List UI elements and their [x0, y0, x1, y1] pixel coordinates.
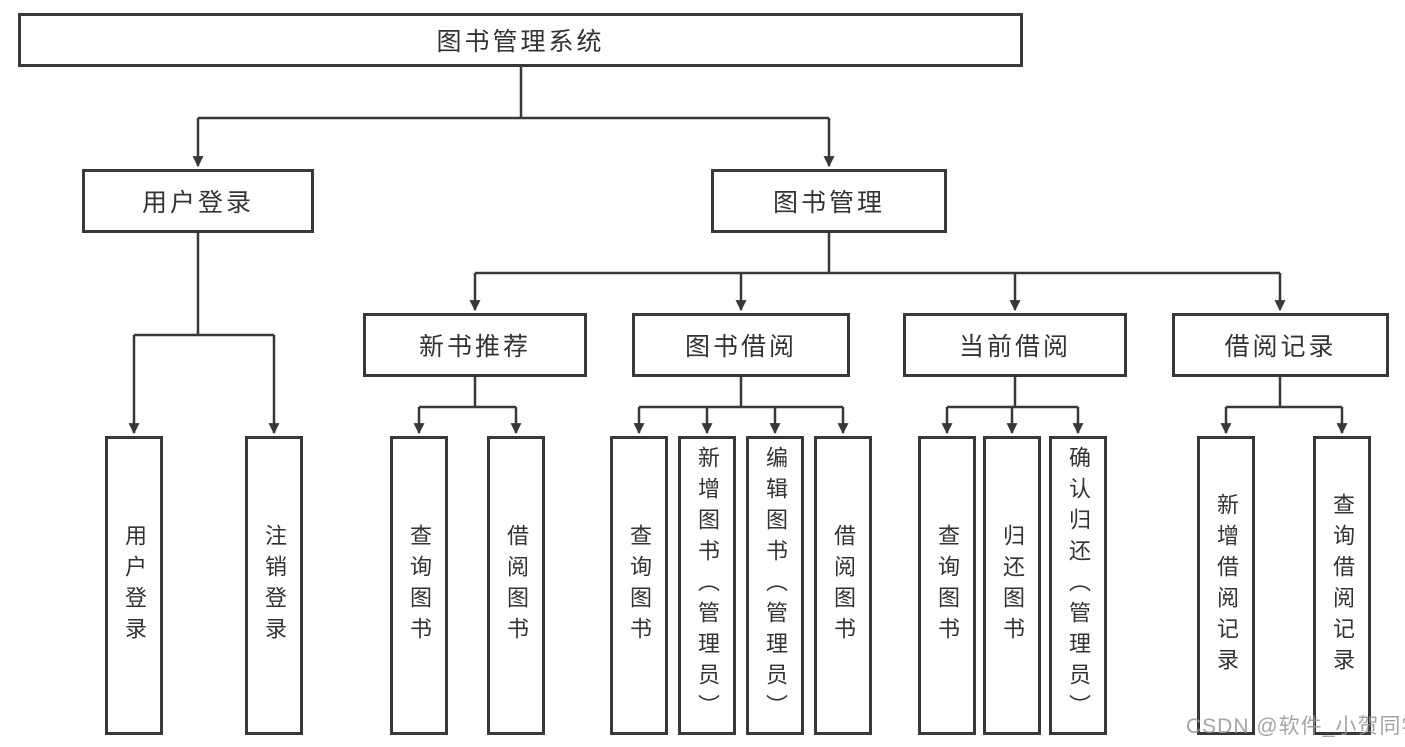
node-book-borrow: 图书借阅 [632, 313, 850, 377]
leaf-confirm-return-admin: 确认归还（管理员） [1049, 436, 1107, 735]
leaf-borrow-books-2: 借阅图书 [814, 436, 872, 735]
leaf-label: 编辑图书（管理员） [763, 446, 788, 725]
node-user-login: 用户登录 [82, 169, 314, 233]
leaf-label: 用户登录 [122, 523, 147, 648]
leaf-label: 查询借阅记录 [1330, 492, 1355, 679]
leaf-return-book: 归还图书 [983, 436, 1041, 735]
leaf-label: 新增借阅记录 [1214, 492, 1239, 679]
leaf-add-book-admin: 新增图书（管理员） [678, 436, 736, 735]
leaf-logout: 注销登录 [245, 436, 303, 735]
leaf-label: 查询图书 [627, 523, 652, 648]
leaf-borrow-books-1: 借阅图书 [487, 436, 545, 735]
leaf-label: 注销登录 [262, 523, 287, 648]
leaf-query-borrow-record: 查询借阅记录 [1313, 436, 1371, 735]
node-root-system: 图书管理系统 [18, 13, 1023, 67]
node-borrow-record: 借阅记录 [1172, 313, 1389, 377]
leaf-label: 借阅图书 [831, 523, 856, 648]
node-new-book-recommend: 新书推荐 [363, 313, 587, 377]
leaf-query-books-3: 查询图书 [918, 436, 976, 735]
leaf-query-books-2: 查询图书 [610, 436, 668, 735]
leaf-user-login: 用户登录 [105, 436, 163, 735]
leaf-label: 新增图书（管理员） [695, 446, 720, 725]
node-book-management: 图书管理 [711, 169, 947, 233]
leaf-query-books-1: 查询图书 [390, 436, 448, 735]
leaf-add-borrow-record: 新增借阅记录 [1197, 436, 1255, 735]
csdn-watermark: CSDN @软件_小贺同学 [1186, 715, 1405, 738]
leaf-label: 确认归还（管理员） [1066, 446, 1091, 725]
leaf-label: 归还图书 [1000, 523, 1025, 648]
leaf-label: 查询图书 [407, 523, 432, 648]
leaf-label: 借阅图书 [504, 523, 529, 648]
leaf-edit-book-admin: 编辑图书（管理员） [746, 436, 804, 735]
leaf-label: 查询图书 [935, 523, 960, 648]
node-current-borrow: 当前借阅 [903, 313, 1127, 377]
